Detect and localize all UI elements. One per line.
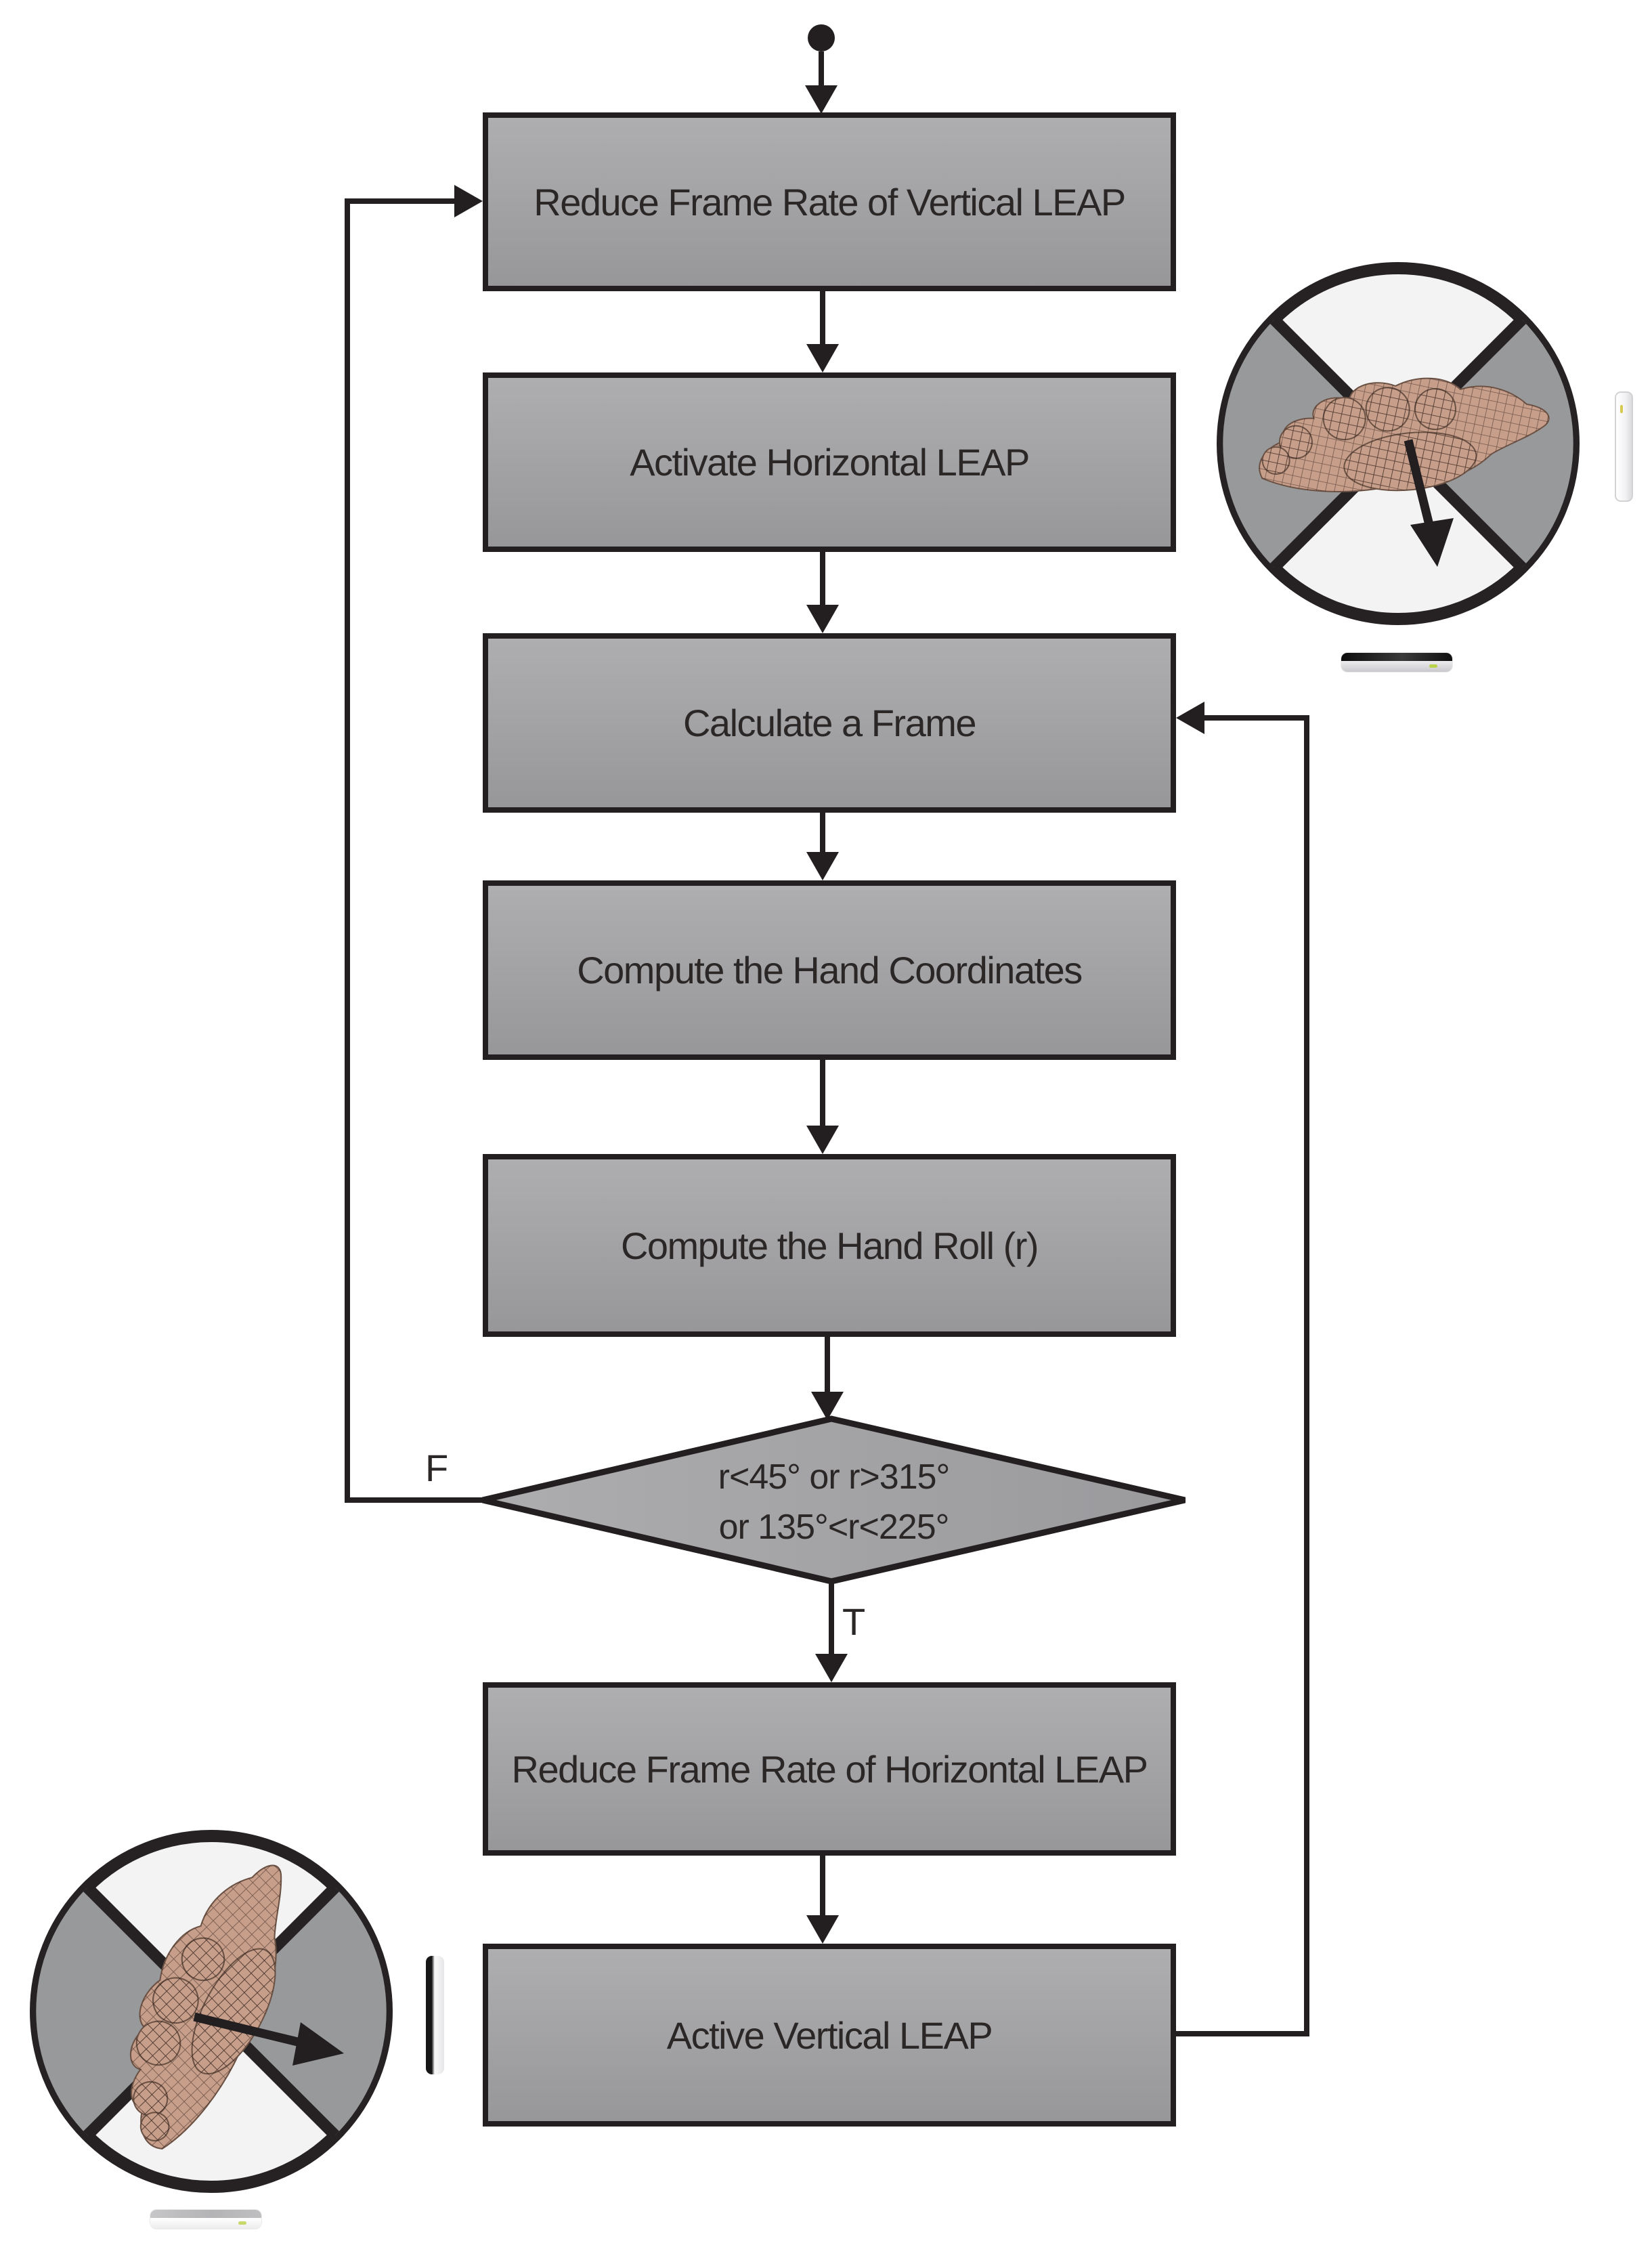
decision-label-line2: or 135°<r<225° <box>718 1507 950 1547</box>
node-label: Calculate a Frame <box>682 702 977 744</box>
decision-label: r<45° or r>315° or 135°<r<225° <box>483 1426 1185 1578</box>
node-reduce-frame-rate-horizontal: Reduce Frame Rate of Horizontal LEAP <box>483 1682 1176 1856</box>
horizontal-leap-device-icon <box>150 2210 261 2229</box>
vertical-leap-device-icon <box>426 1956 444 2074</box>
decision-label-line1: r<45° or r>315° <box>718 1457 951 1497</box>
true-branch-label: T <box>842 1600 866 1643</box>
node-label: Activate Horizontal LEAP <box>630 441 1030 484</box>
device-body <box>1341 660 1452 672</box>
node-compute-hand-roll: Compute the Hand Roll (r) <box>483 1154 1176 1337</box>
device-led-icon <box>1620 405 1623 413</box>
node-label: Compute the Hand Coordinates <box>577 949 1083 991</box>
node-label: Active Vertical LEAP <box>666 2013 993 2057</box>
node-label: Reduce Frame Rate of Vertical LEAP <box>534 180 1126 223</box>
node-compute-hand-coordinates: Compute the Hand Coordinates <box>483 880 1176 1060</box>
device-led-icon <box>238 2221 246 2225</box>
flow-arrows <box>806 291 848 1944</box>
device-top-surface <box>1341 653 1452 661</box>
decision-diamond <box>481 1415 1186 1585</box>
start-dot-icon <box>805 24 838 114</box>
node-calculate-frame: Calculate a Frame <box>483 633 1176 813</box>
device-led-icon <box>1429 664 1437 668</box>
roll-gesture-top-circle-icon <box>1223 268 1573 619</box>
horizontal-leap-device-icon <box>1341 653 1452 672</box>
loop-back-connector <box>1176 702 1309 2036</box>
node-label: Reduce Frame Rate of Horizontal LEAP <box>511 1747 1148 1791</box>
device-body <box>150 2217 261 2229</box>
roll-direction-arrow-icon <box>1404 439 1454 567</box>
node-label: Compute the Hand Roll (r) <box>620 1224 1039 1267</box>
roll-direction-arrow-icon <box>193 2012 344 2066</box>
false-branch-label: F <box>425 1447 449 1489</box>
device-top-surface <box>150 2210 261 2218</box>
node-activate-horizontal: Activate Horizontal LEAP <box>483 372 1176 552</box>
node-active-vertical: Active Vertical LEAP <box>483 1944 1176 2127</box>
roll-gesture-bottom-circle-icon <box>36 1836 387 2187</box>
false-branch-connector <box>345 185 483 1503</box>
vertical-leap-device-icon <box>1615 391 1633 502</box>
node-reduce-frame-rate-vertical: Reduce Frame Rate of Vertical LEAP <box>483 112 1176 291</box>
